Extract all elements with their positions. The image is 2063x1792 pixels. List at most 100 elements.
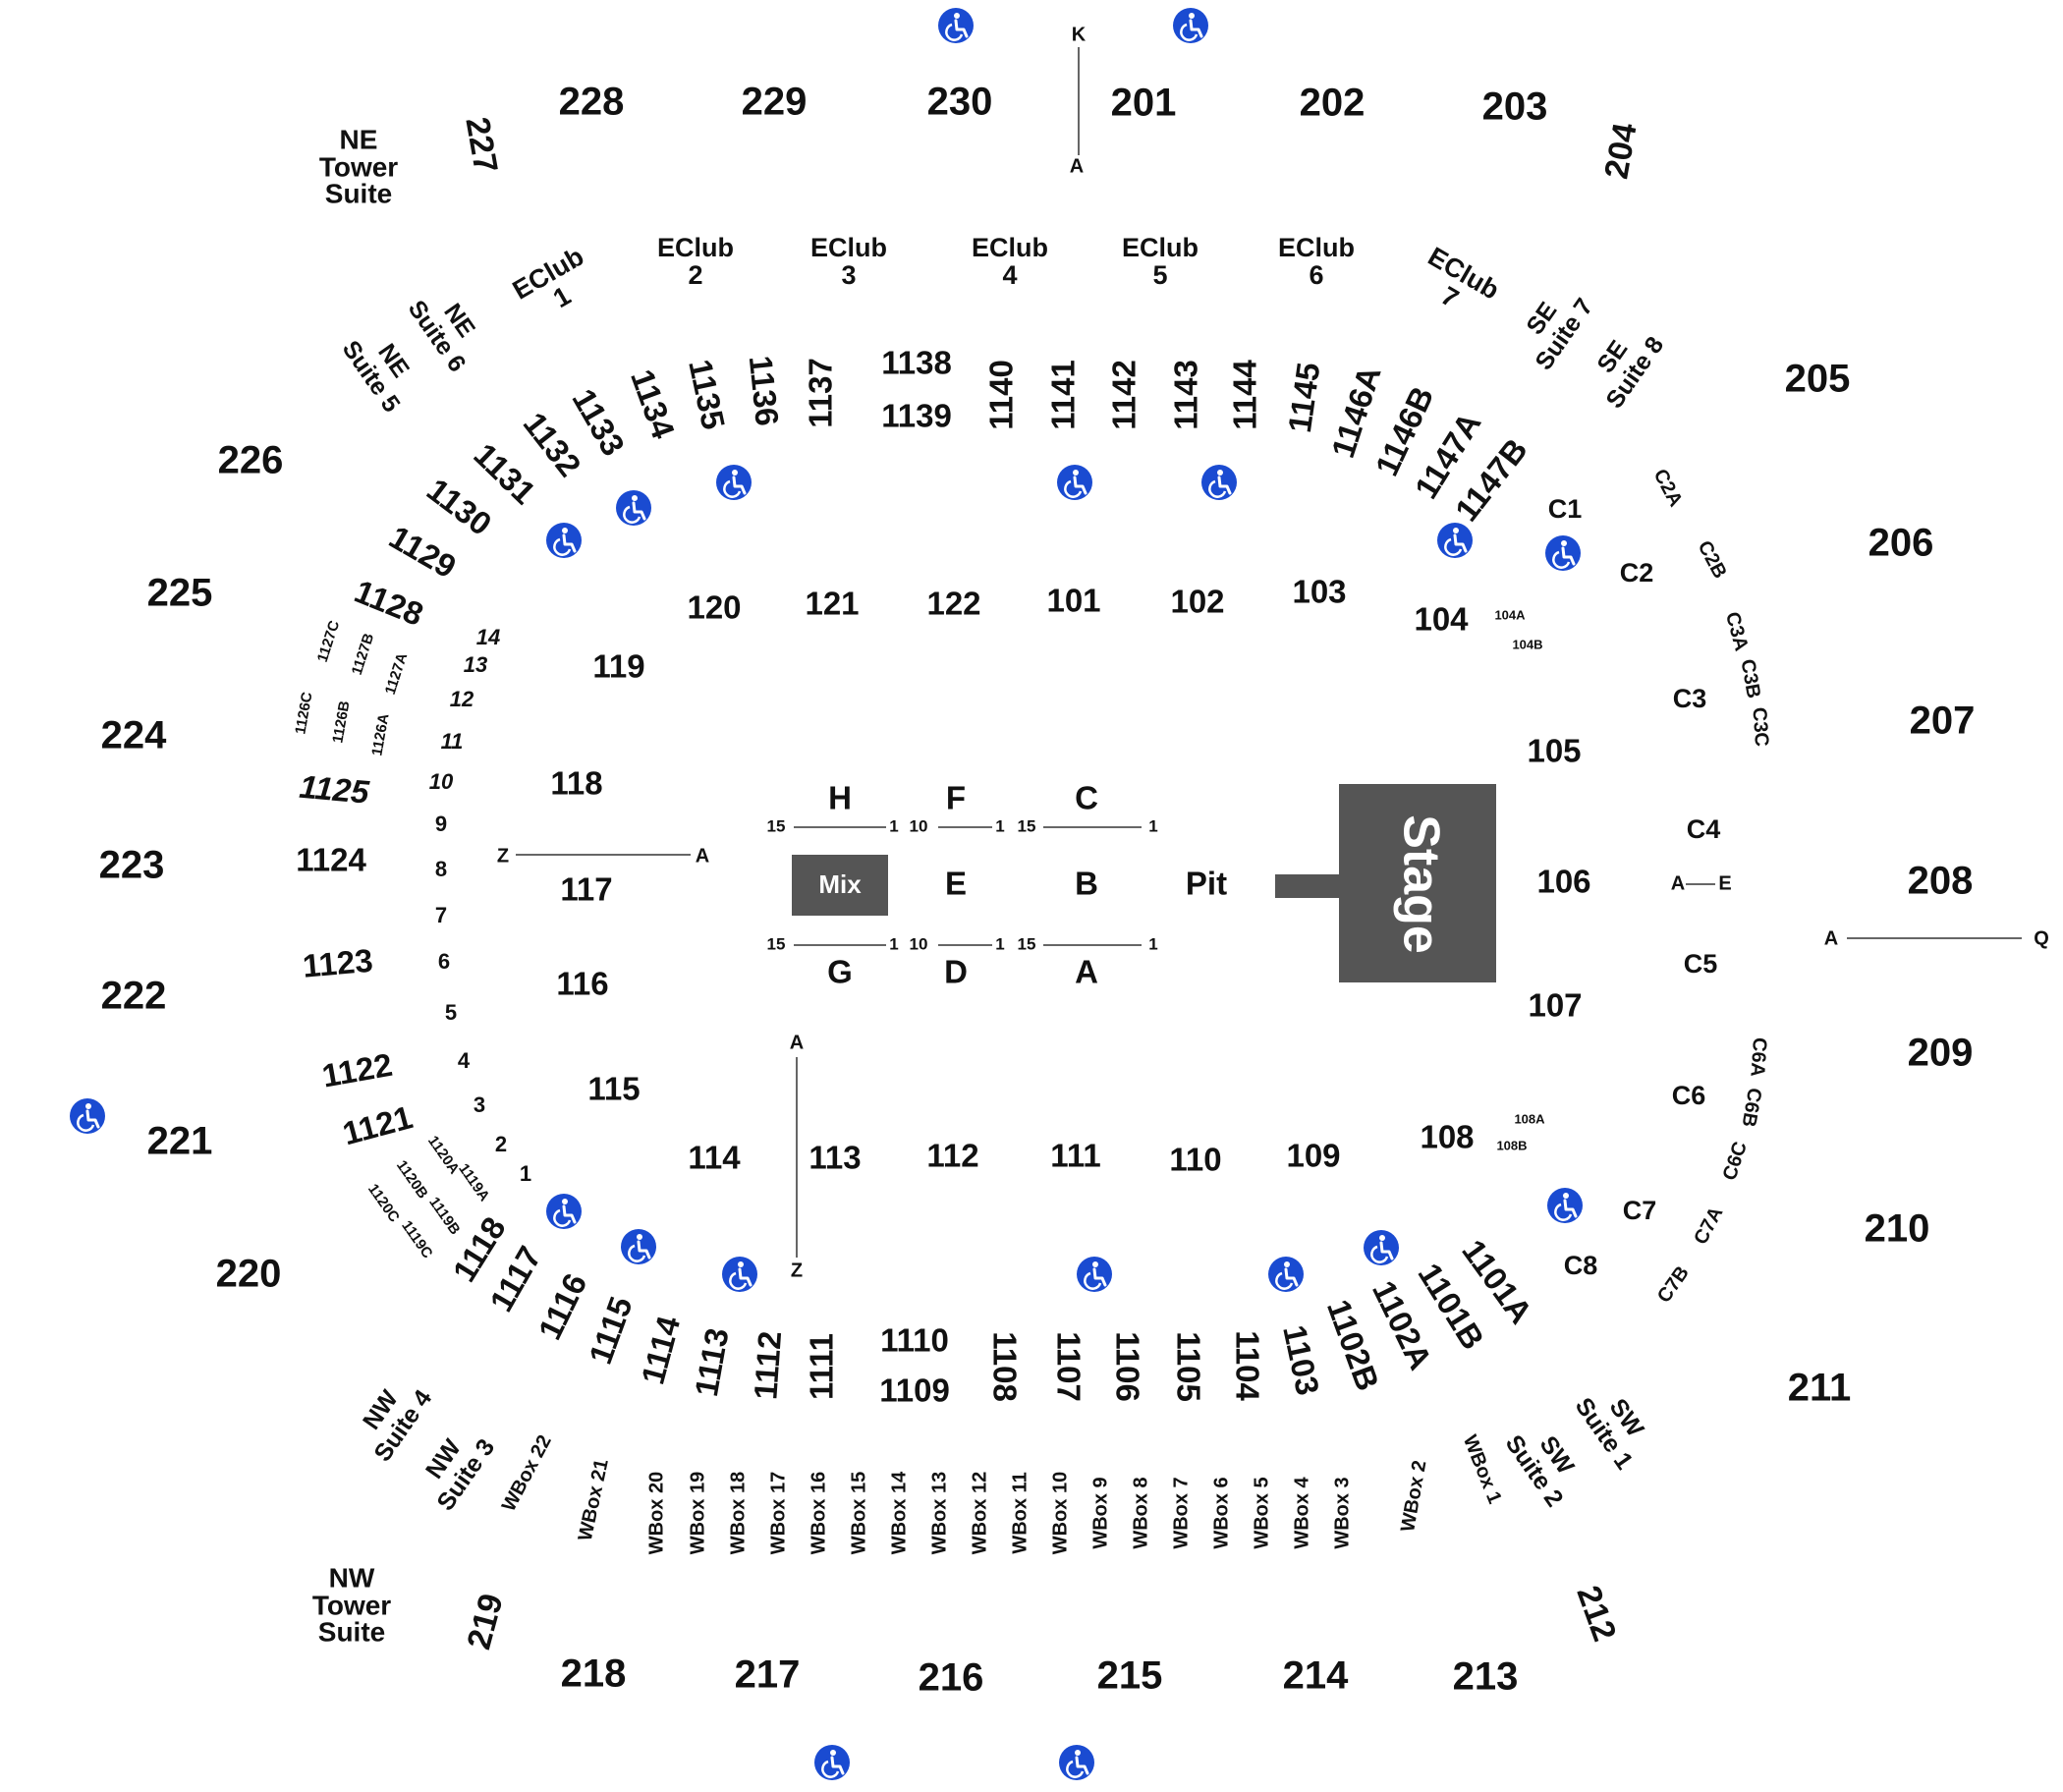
eclub-7[interactable]: EClub 7 [1410, 242, 1505, 329]
section-1100-label[interactable]: 1134 [624, 364, 682, 444]
section-100-label[interactable]: 122 [926, 586, 980, 622]
section-1100-label[interactable]: 1127C [314, 618, 344, 664]
section-1100-label[interactable]: 1115 [582, 1292, 640, 1369]
section-100-label[interactable]: 105 [1527, 733, 1581, 769]
wbox-label[interactable]: WBox 7 [1170, 1477, 1192, 1548]
nw-suite-3[interactable]: NW Suite 3 [409, 1419, 500, 1516]
eclub-5[interactable]: EClub 5 [1122, 233, 1199, 290]
row-label[interactable]: 14 [476, 625, 500, 649]
section-200-label[interactable]: 218 [561, 1652, 627, 1696]
section-200-label[interactable]: 212 [1569, 1581, 1623, 1646]
row-label[interactable]: 10 [429, 769, 454, 794]
c-section-label[interactable]: C5 [1684, 949, 1718, 979]
section-100-label[interactable]: 109 [1286, 1138, 1340, 1174]
ne-suite-6[interactable]: NE Suite 6 [403, 280, 494, 377]
section-1100-label[interactable]: 1127A [382, 650, 412, 697]
c-section-label[interactable]: C3 [1673, 684, 1707, 713]
section-100-label[interactable]: 121 [805, 586, 859, 622]
row-label[interactable]: 7 [435, 903, 447, 927]
wbox-label[interactable]: WBox 14 [888, 1471, 910, 1554]
section-1100-label[interactable]: 1121 [339, 1098, 417, 1151]
section-100-label[interactable]: 113 [808, 1140, 861, 1176]
section-1100-label[interactable]: 1123 [301, 942, 374, 984]
floor-section-e[interactable]: E [945, 866, 967, 902]
section-200-label[interactable]: 217 [735, 1653, 801, 1697]
section-1100-label[interactable]: 1119A [455, 1160, 492, 1204]
section-200-label[interactable]: 209 [1908, 1032, 1974, 1075]
section-1100-label[interactable]: 1140 [983, 360, 1020, 430]
c-section-label[interactable]: C2B [1694, 537, 1731, 583]
section-200-label[interactable]: 206 [1868, 522, 1934, 565]
section-100-label[interactable]: 116 [556, 966, 608, 1002]
wbox-label[interactable]: WBox 4 [1291, 1476, 1312, 1548]
section-200-label[interactable]: 222 [101, 975, 167, 1018]
section-1100-label[interactable]: 1124 [296, 842, 366, 878]
section-100-sub-label[interactable]: 108B [1496, 1138, 1527, 1152]
section-1100-label[interactable]: 1111 [804, 1333, 840, 1400]
wbox-label[interactable]: WBox 13 [928, 1472, 950, 1554]
section-100-label[interactable]: 119 [592, 648, 644, 685]
c-section-label[interactable]: C1 [1548, 494, 1583, 524]
section-1100-label[interactable]: 1125 [298, 768, 371, 811]
section-200-label[interactable]: 220 [216, 1253, 282, 1296]
section-1100-label[interactable]: 1107 [1050, 1331, 1087, 1402]
floor-section-h[interactable]: H [828, 780, 852, 816]
section-100-sub-label[interactable]: 104B [1512, 637, 1542, 651]
wbox-label[interactable]: WBox 19 [687, 1472, 708, 1554]
row-label[interactable]: 13 [464, 652, 487, 677]
wbox-label[interactable]: WBox 10 [1049, 1472, 1071, 1554]
section-1100-label[interactable]: 1122 [319, 1046, 395, 1094]
section-200-label[interactable]: 216 [919, 1656, 984, 1700]
section-1100-label[interactable]: 1109 [879, 1372, 950, 1409]
section-1100-label[interactable]: 1108 [986, 1331, 1023, 1402]
floor-section-a[interactable]: A [1075, 954, 1098, 990]
section-200-label[interactable]: 205 [1785, 358, 1851, 401]
section-100-label[interactable]: 118 [550, 765, 602, 802]
sw-suite-2[interactable]: SW Suite 2 [1500, 1415, 1591, 1512]
section-1100-label[interactable]: 1141 [1045, 360, 1082, 430]
section-1100-label[interactable]: 1142 [1106, 360, 1143, 430]
row-label[interactable]: 2 [495, 1132, 507, 1156]
section-100-sub-label[interactable]: 104A [1494, 607, 1526, 622]
c-section-label[interactable]: C3A [1721, 610, 1753, 653]
section-200-label[interactable]: 228 [559, 81, 625, 124]
row-label[interactable]: 1 [520, 1161, 531, 1186]
section-1100-label[interactable]: 1126A [368, 712, 392, 757]
section-1100-label[interactable]: 1138 [881, 345, 952, 381]
section-100-label[interactable]: 107 [1528, 987, 1582, 1024]
ne-tower-suite[interactable]: NE Tower Suite [319, 124, 398, 208]
wbox-label[interactable]: WBox 12 [969, 1472, 990, 1554]
wbox-label[interactable]: WBox 22 [498, 1431, 556, 1515]
eclub-6[interactable]: EClub 6 [1278, 233, 1355, 290]
c-section-label[interactable]: C6B [1737, 1087, 1765, 1129]
floor-section-c[interactable]: C [1075, 780, 1098, 816]
section-200-label[interactable]: 207 [1910, 700, 1976, 743]
section-200-label[interactable]: 229 [742, 81, 808, 124]
section-1100-label[interactable]: 1120B [393, 1157, 431, 1202]
section-200-label[interactable]: 204 [1597, 120, 1644, 182]
c-section-label[interactable]: C7A [1690, 1204, 1727, 1249]
floor-section-f[interactable]: F [946, 780, 966, 816]
section-100-label[interactable]: 112 [926, 1138, 978, 1174]
eclub-4[interactable]: EClub 4 [972, 233, 1048, 290]
section-200-label[interactable]: 226 [218, 439, 284, 482]
c-section-label[interactable]: C7B [1653, 1262, 1694, 1307]
row-label[interactable]: 9 [435, 812, 447, 836]
section-1100-label[interactable]: 1119C [398, 1217, 435, 1261]
section-1100-label[interactable]: 1135 [682, 357, 732, 433]
section-100-label[interactable]: 110 [1169, 1142, 1221, 1178]
section-200-label[interactable]: 225 [147, 572, 213, 615]
section-200-label[interactable]: 201 [1111, 82, 1177, 125]
wbox-label[interactable]: WBox 3 [1331, 1477, 1353, 1548]
section-100-label[interactable]: 117 [560, 871, 612, 908]
row-label[interactable]: 4 [458, 1048, 471, 1073]
c-section-label[interactable]: C2A [1649, 466, 1687, 511]
section-100-label[interactable]: 106 [1536, 864, 1590, 900]
section-200-label[interactable]: 210 [1865, 1207, 1930, 1251]
section-200-label[interactable]: 230 [927, 81, 993, 124]
row-label[interactable]: 5 [445, 1000, 457, 1025]
floor-section-g[interactable]: G [827, 954, 853, 990]
wbox-label[interactable]: WBox 20 [645, 1472, 667, 1554]
section-200-label[interactable]: 202 [1300, 82, 1366, 125]
section-100-label[interactable]: 111 [1050, 1138, 1100, 1174]
